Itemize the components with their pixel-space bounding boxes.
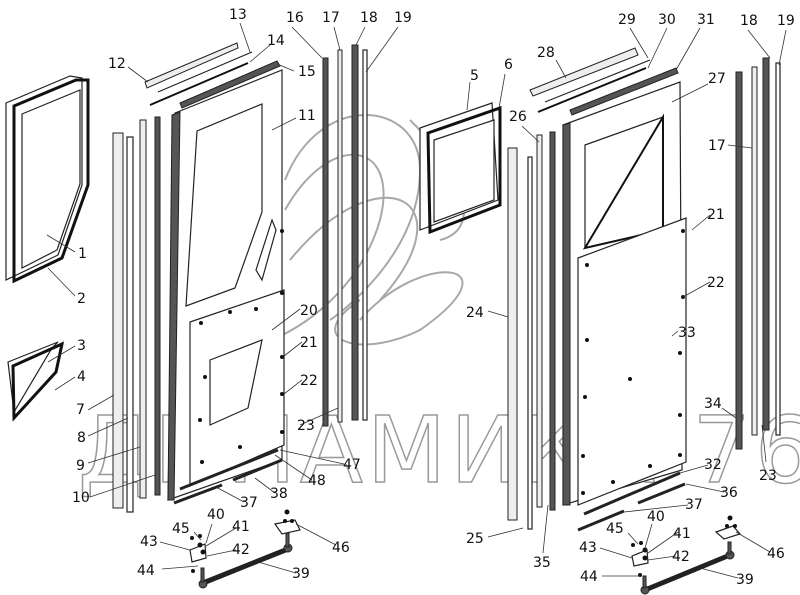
strips-right	[735, 57, 781, 450]
strips-16-19	[322, 44, 368, 427]
callout-label: 15	[298, 64, 316, 80]
callout-label: 36	[720, 485, 738, 501]
callout-label: 40	[647, 509, 665, 525]
top-strips-right	[529, 47, 679, 116]
callout-label: 26	[509, 109, 527, 125]
callout-label: 10	[72, 490, 90, 506]
bolts-left	[198, 229, 284, 464]
callout-label: 39	[292, 566, 310, 582]
callout-label: 16	[286, 10, 304, 26]
bottom-strips-left	[173, 448, 283, 505]
callout-label: 17	[708, 138, 726, 154]
top-strips-left	[144, 42, 281, 109]
callout-label: 45	[606, 521, 624, 537]
callout-label: 2	[77, 291, 86, 307]
callout-label: 18	[740, 13, 758, 29]
callout-label: 22	[300, 373, 318, 389]
callout-label: 3	[77, 338, 86, 354]
callout-label: 41	[673, 526, 691, 542]
callout-label: 8	[77, 430, 86, 446]
callout-label: 14	[267, 33, 285, 49]
callout-label: 30	[658, 12, 676, 28]
callout-label: 45	[172, 521, 190, 537]
callout-label: 28	[537, 45, 555, 61]
callout-label: 25	[466, 531, 484, 547]
left-strips	[112, 116, 161, 513]
bottom-strips-right	[577, 471, 686, 532]
callout-label: 46	[767, 546, 785, 562]
callout-label: 43	[579, 540, 597, 556]
window-glass-1	[5, 75, 90, 284]
callout-label: 42	[672, 549, 690, 565]
callout-label: 38	[270, 486, 288, 502]
callout-label: 46	[332, 540, 350, 556]
callout-label: 27	[708, 71, 726, 87]
callout-label: 32	[704, 457, 722, 473]
callout-label: 11	[298, 108, 316, 124]
callout-label: 44	[580, 569, 598, 585]
callout-label: 17	[322, 10, 340, 26]
callout-label: 18	[360, 10, 378, 26]
callout-label: 37	[685, 497, 703, 513]
strips-24-26	[507, 131, 556, 530]
leader-lines	[46, 22, 787, 579]
window-glass-3	[7, 341, 65, 422]
callout-label: 29	[618, 12, 636, 28]
callout-label: 47	[343, 457, 361, 473]
callout-label: 34	[704, 396, 722, 412]
callout-label: 4	[77, 369, 86, 385]
door-panel-11	[167, 69, 285, 501]
linkage-right	[631, 515, 742, 595]
callout-label: 21	[707, 207, 725, 223]
window-glass-5	[419, 102, 502, 235]
callout-label: 24	[466, 305, 484, 321]
callout-label: 22	[707, 275, 725, 291]
callout-label: 37	[240, 495, 258, 511]
callout-label: 23	[759, 468, 777, 484]
callout-label: 1	[78, 246, 87, 262]
callout-label: 35	[533, 555, 551, 571]
callout-label: 40	[207, 507, 225, 523]
callout-label: 7	[76, 402, 85, 418]
linkage-left	[189, 509, 301, 589]
callout-label: 6	[504, 57, 513, 73]
callout-label: 19	[394, 10, 412, 26]
callout-label: 39	[736, 572, 754, 588]
callout-label: 44	[137, 563, 155, 579]
callout-label: 43	[140, 534, 158, 550]
callout-label: 9	[76, 458, 85, 474]
door-panel-27	[562, 81, 687, 506]
callout-label: 20	[300, 303, 318, 319]
callout-label: 42	[232, 542, 250, 558]
callout-label: 12	[108, 56, 126, 72]
callout-label: 19	[777, 13, 795, 29]
callout-label: 5	[470, 68, 479, 84]
callout-label: 23	[297, 418, 315, 434]
callout-label: 41	[232, 519, 250, 535]
callout-label: 13	[229, 7, 247, 23]
callout-label: 21	[300, 335, 318, 351]
callout-label: 33	[678, 325, 696, 341]
callout-labels: 13 16 17 18 19 14 12 15 11 1 2 3 4 7 8 9…	[72, 7, 795, 588]
callout-label: 31	[697, 12, 715, 28]
callout-label: 48	[308, 473, 326, 489]
